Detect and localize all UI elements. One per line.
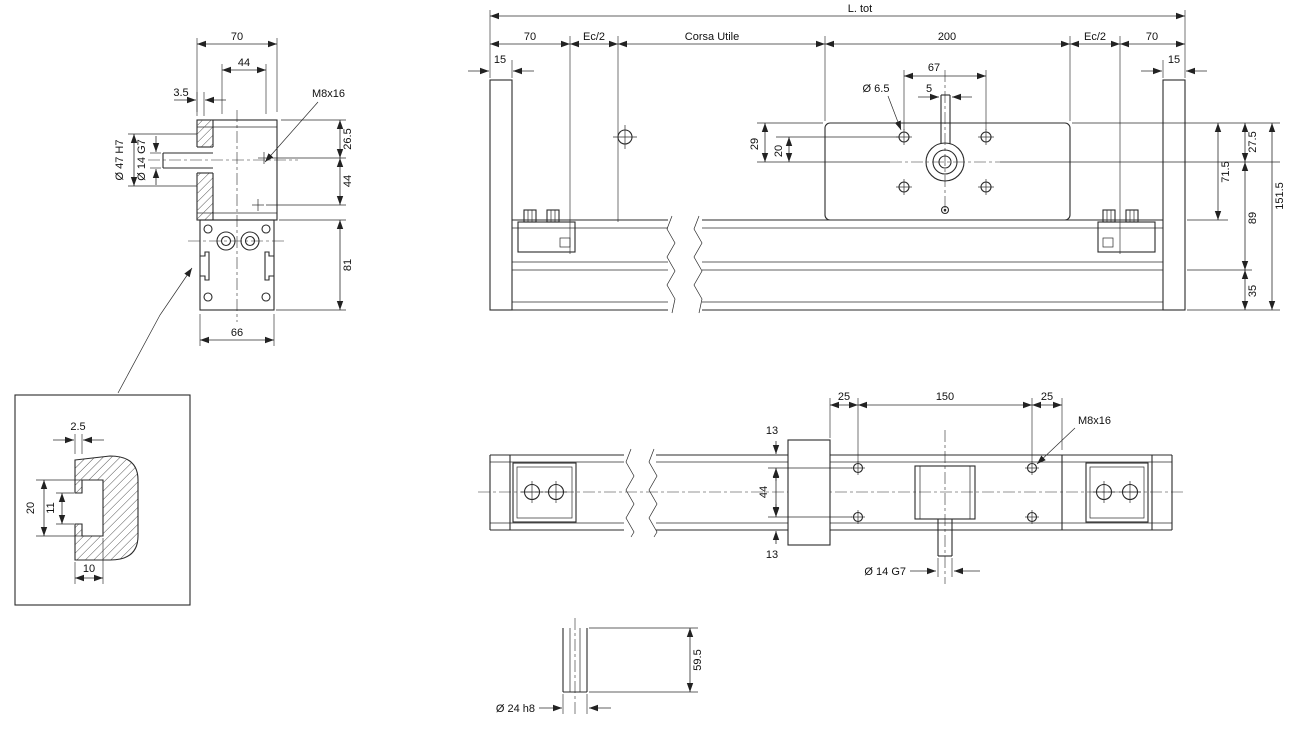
label-screw-end-view: M8x16 — [312, 88, 345, 100]
dim-plate-right: 15 — [1168, 54, 1180, 66]
plan-view-outline — [478, 430, 1186, 584]
shaft-detail: 59.5 Ø 24 h8 — [496, 618, 704, 715]
dim-ec-right: Ec/2 — [1084, 31, 1106, 43]
end-view-outline — [148, 110, 298, 322]
dim-total-length: L. tot — [848, 3, 872, 15]
dim-cavity-h: 20 — [25, 502, 37, 514]
dim-13-bottom: 13 — [766, 549, 778, 561]
dim-hole-dia: Ø 6.5 — [863, 83, 890, 95]
dim-bore-large: Ø 47 H7 — [114, 140, 126, 181]
dim-h-81: 81 — [342, 259, 354, 271]
dim-bore-small: Ø 14 G7 — [136, 139, 148, 181]
plan-view-dimensions: 25 150 25 13 44 13 M8x16 Ø 14 G7 — [758, 391, 1111, 578]
dim-hole-span: 67 — [928, 62, 940, 74]
dim-25-left: 25 — [838, 391, 850, 403]
dim-35: 35 — [1247, 285, 1259, 297]
dim-stroke: Corsa Utile — [685, 31, 739, 43]
dim-carriage-length: 200 — [938, 31, 956, 43]
dim-13-top: 13 — [766, 425, 778, 437]
label-screw-plan: M8x16 — [1078, 415, 1111, 427]
dim-mouth-h: 11 — [45, 502, 57, 513]
side-view-dimensions: L. tot 70 Ec/2 Corsa Utile 200 Ec/2 70 1… — [468, 3, 1286, 311]
dim-end-left: 70 — [524, 31, 536, 43]
dim-h-44: 44 — [342, 175, 354, 187]
dim-end-right: 70 — [1146, 31, 1158, 43]
dim-width-top: 70 — [231, 31, 243, 43]
dim-width-bottom: 66 — [231, 327, 243, 339]
dim-27-5: 27.5 — [1247, 131, 1259, 152]
dim-h-26-5: 26.5 — [342, 128, 354, 149]
dim-shaft-length: 59.5 — [692, 649, 704, 670]
side-view-outline — [489, 70, 1186, 314]
dim-depth: 10 — [83, 563, 95, 575]
dim-89: 89 — [1247, 212, 1259, 224]
dim-20: 20 — [773, 145, 785, 157]
dim-shaft-offset: 5 — [926, 83, 932, 95]
dim-151-5: 151.5 — [1274, 182, 1286, 210]
slot-detail-inset: 2.5 20 11 10 — [14, 394, 191, 606]
end-view-dimensions: 70 44 3.5 M8x16 Ø 47 H7 Ø 14 G7 26.5 44 … — [114, 31, 354, 394]
dim-width-inner: 44 — [238, 57, 250, 69]
dim-bore-plan: Ø 14 G7 — [864, 566, 906, 578]
dim-29: 29 — [749, 138, 761, 150]
dim-lip: 2.5 — [70, 421, 85, 433]
dim-ec-left: Ec/2 — [583, 31, 605, 43]
dim-plate-left: 15 — [494, 54, 506, 66]
dim-150: 150 — [936, 391, 954, 403]
dim-71-5: 71.5 — [1220, 161, 1232, 182]
dim-25-right: 25 — [1041, 391, 1053, 403]
dim-44: 44 — [758, 486, 770, 498]
dim-offset: 3.5 — [173, 87, 188, 99]
dim-shaft-dia: Ø 24 h8 — [496, 703, 535, 715]
